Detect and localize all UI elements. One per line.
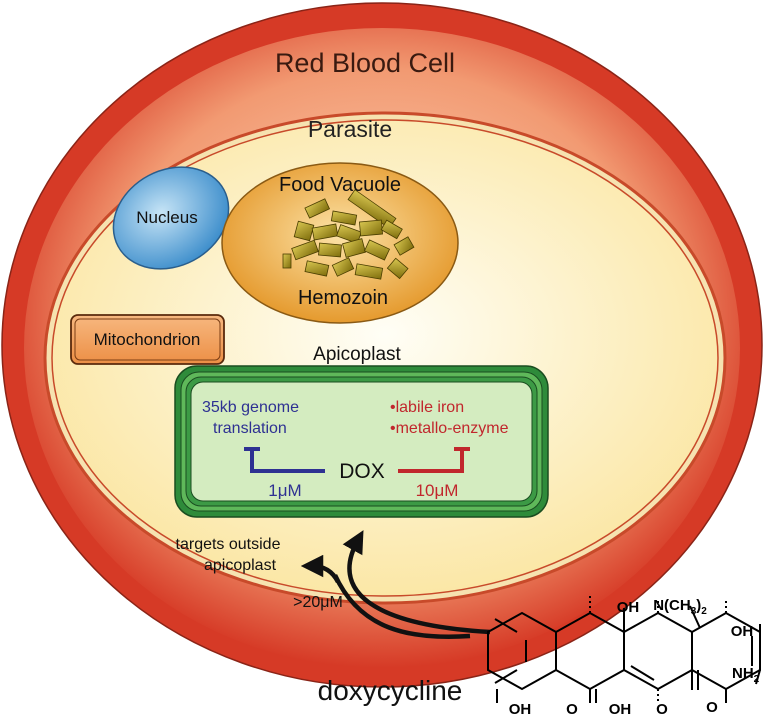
food-vacuole-label: Food Vacuole [279, 174, 401, 196]
o-bottom-1: O [566, 701, 578, 717]
oh-right: OH [731, 623, 754, 640]
nh2-group: NH2 [732, 665, 760, 685]
mitochondrion [70, 314, 225, 365]
inhibition-bar-red [398, 447, 470, 473]
apicoplast-label: Apicoplast [313, 344, 401, 365]
hemozoin-label: Hemozoin [298, 287, 388, 309]
targets-outside-line1: targets outside [176, 536, 281, 553]
arrow-into-apicoplast [342, 530, 491, 635]
o-amide: O [706, 699, 718, 716]
oh-top: OH [617, 599, 640, 616]
mitochondrion-label: Mitochondrion [94, 330, 201, 349]
nme2-group: N(CH3)2 [653, 597, 707, 617]
conc-20uM: >20μM [293, 594, 343, 611]
labile-iron-label: •labile iron [390, 399, 464, 416]
mitochondrion-inner [74, 318, 221, 361]
drug-name-label: doxycycline [318, 675, 463, 706]
conc-10uM: 10μM [416, 481, 459, 500]
targets-outside-line2: apicoplast [204, 557, 277, 574]
parasite-label: Parasite [308, 116, 392, 142]
genome-translation-line1: 35kb genome [202, 399, 299, 416]
o-bottom-2: O [656, 701, 668, 717]
oh-bottom-left: OH [509, 701, 532, 717]
nucleus-label: Nucleus [136, 208, 197, 227]
inhibition-bar-blue [244, 447, 325, 473]
doxycycline-structure [487, 596, 761, 703]
dox-label: DOX [339, 460, 385, 483]
oh-bottom-mid: OH [609, 701, 632, 717]
conc-1uM: 1μM [268, 481, 301, 500]
arrow-targets-outside [332, 574, 471, 640]
rbc-label: Red Blood Cell [275, 48, 455, 78]
genome-translation-line2: translation [213, 420, 287, 437]
arrow-targets-outside-head [300, 554, 341, 584]
nucleus [112, 166, 230, 270]
metallo-enzyme-label: •metallo-enzyme [390, 420, 509, 437]
hemozoin-crystals [282, 189, 415, 280]
food-vacuole [221, 162, 459, 324]
